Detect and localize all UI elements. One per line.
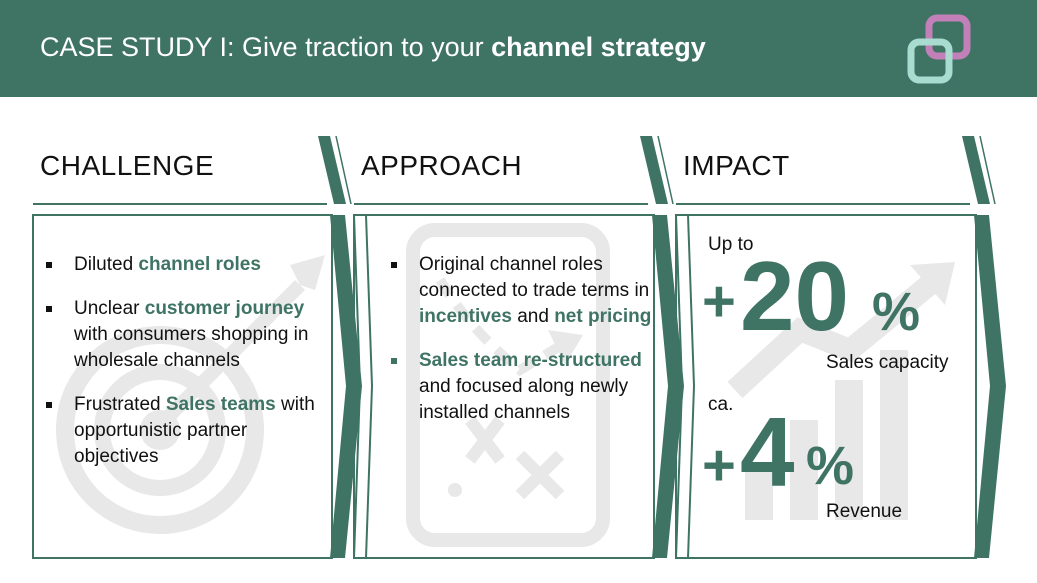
challenge-item: Frustrated Sales teams with opportunisti… [46, 392, 321, 470]
item-text: Diluted [74, 254, 139, 275]
challenge-item: Unclear customer journey with consumers … [46, 296, 321, 374]
challenge-item: Diluted channel roles [46, 252, 321, 278]
bullet-marker [391, 358, 397, 364]
bullet-marker [46, 402, 52, 408]
item-text: and [511, 306, 555, 327]
title-prefix: CASE STUDY I: Give traction to your [40, 32, 492, 62]
bullet-marker [46, 306, 52, 312]
impact-first-sign: + [702, 269, 736, 334]
impact-heading: IMPACT [683, 150, 790, 181]
approach-item: Sales team re-structured and focused alo… [391, 348, 653, 426]
item-highlight: net pricing [554, 306, 652, 327]
bullet-marker [46, 262, 52, 268]
impact-first-unit: % [872, 282, 921, 342]
impact-second-value: 4 [740, 397, 795, 507]
logo-icon [907, 14, 971, 84]
item-text: Original channel roles connected to trad… [419, 254, 650, 301]
bullet-marker [391, 262, 397, 268]
item-text: and focused along newly installed channe… [419, 376, 629, 423]
header-bar: CASE STUDY I: Give traction to your chan… [0, 0, 1037, 97]
impact-second-label: Revenue [826, 501, 903, 522]
challenge-heading: CHALLENGE [40, 150, 215, 181]
approach-heading: APPROACH [361, 150, 523, 181]
item-highlight: Sales team re-structured [419, 350, 642, 371]
impact-second-prefix: ca. [708, 394, 734, 415]
challenge-list: Diluted channel roles Unclear customer j… [46, 252, 321, 488]
approach-list: Original channel roles connected to trad… [391, 252, 653, 444]
item-highlight: customer journey [144, 298, 305, 319]
page-title: CASE STUDY I: Give traction to your chan… [40, 32, 706, 63]
impact-second-unit: % [806, 436, 855, 496]
approach-item: Original channel roles connected to trad… [391, 252, 653, 330]
item-highlight: channel roles [138, 254, 261, 275]
item-text: with consumers shopping in wholesale cha… [74, 324, 309, 371]
impact-first-value: 20 [740, 241, 850, 351]
item-text: Frustrated [74, 394, 166, 415]
item-text: with opportunistic partner objectives [74, 394, 315, 467]
item-highlight: Sales teams [165, 394, 276, 415]
impact-second-sign: + [702, 433, 736, 498]
impact-first-label: Sales capacity [826, 352, 949, 373]
item-highlight: incentives [419, 306, 512, 327]
title-bold: channel strategy [491, 32, 706, 62]
impact-first-prefix: Up to [708, 234, 754, 255]
item-text: Unclear [74, 298, 145, 319]
